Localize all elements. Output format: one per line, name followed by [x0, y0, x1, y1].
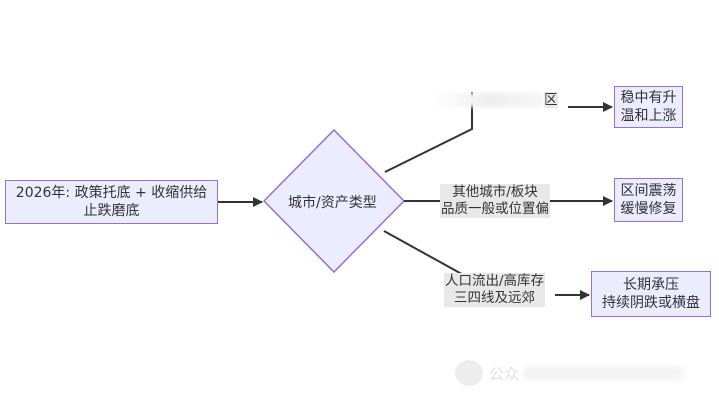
- branch-2-condition: 其他城市/板块品质一般或位置偏: [440, 184, 550, 218]
- branch-3-condition: 人口流出/高库存三四线及远郊: [444, 273, 546, 307]
- start-line2: 止跌磨底: [83, 203, 140, 219]
- watermark: 公众: [455, 360, 684, 386]
- branch-1-condition: 区: [433, 92, 559, 109]
- result-node-3: 长期承压持续阴跌或横盘: [591, 271, 711, 317]
- start-node: 2026年: 政策托底 + 收缩供给 止跌磨底: [5, 180, 218, 224]
- blurred-text: [434, 93, 544, 107]
- result-node-1: 稳中有升温和上涨: [614, 86, 683, 128]
- decision-label: 城市/资产类型: [288, 195, 377, 211]
- wechat-icon: [455, 360, 483, 386]
- result-node-2: 区间震荡缓慢修复: [614, 178, 683, 222]
- decision-diamond: [262, 128, 406, 274]
- start-line1: 2026年: 政策托底 + 收缩供给: [15, 185, 208, 201]
